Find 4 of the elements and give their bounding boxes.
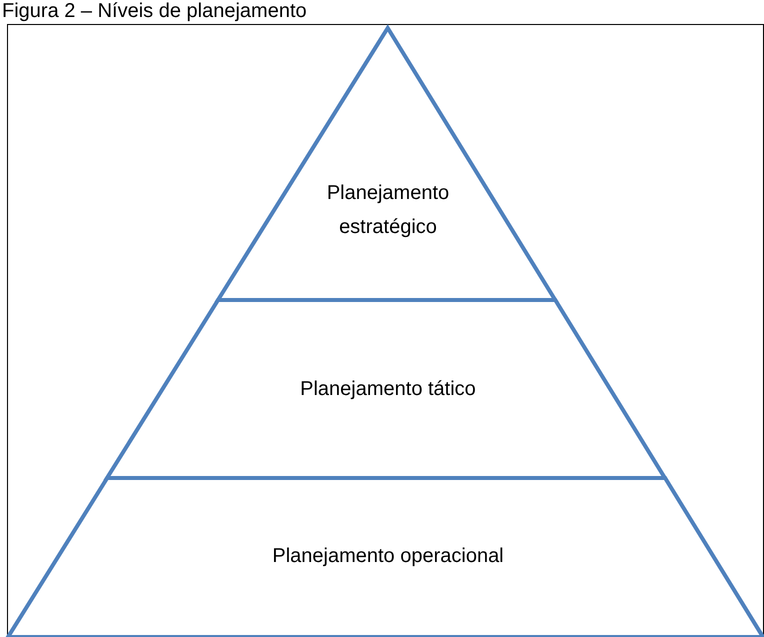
level-label: Planejamento estratégico xyxy=(326,181,450,240)
figure-title: Figura 2 – Níveis de planejamento xyxy=(2,0,307,22)
level-label: Planejamento operacional xyxy=(271,544,505,569)
level-label: Planejamento tático xyxy=(299,377,477,402)
